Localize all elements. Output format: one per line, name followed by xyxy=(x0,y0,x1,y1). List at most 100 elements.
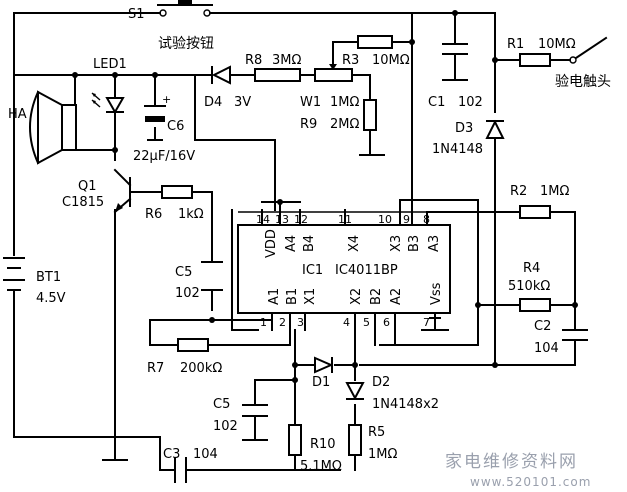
watermark-cn: 家电维修资料网 xyxy=(445,452,578,472)
probe-contact xyxy=(569,36,608,64)
junction-dots xyxy=(72,10,578,383)
label-c5-upper-value: 102 xyxy=(175,286,200,301)
label-bt1-value: 4.5V xyxy=(36,291,66,306)
label-r6-value: 1kΩ xyxy=(178,207,204,222)
ic-pin-8: 8 xyxy=(423,213,430,226)
label-r7: R7 xyxy=(147,361,164,376)
d2-diode xyxy=(345,382,365,401)
ic-label-x4: X4 xyxy=(347,235,362,252)
label-w1-value: 1MΩ xyxy=(330,95,359,110)
watermark: 家电维修资料网 www.520101.com xyxy=(445,452,591,489)
ic-label-a3: A3 xyxy=(427,235,442,252)
r9-resistor xyxy=(363,99,377,131)
label-d4-value: 3V xyxy=(234,95,251,110)
label-r2: R2 xyxy=(510,184,527,199)
label-probe: 验电触头 xyxy=(555,74,611,90)
label-r3: R3 xyxy=(342,53,359,68)
ic-pin-12: 12 xyxy=(294,213,308,226)
label-s1: S1 xyxy=(128,7,145,22)
label-c1: C1 xyxy=(428,95,445,110)
label-r10: R10 xyxy=(310,437,336,452)
ic-pin-10: 10 xyxy=(378,213,392,226)
label-ha: HA xyxy=(8,107,27,122)
label-r9: R9 xyxy=(300,117,317,132)
ic1-chip xyxy=(237,201,451,331)
r5-resistor xyxy=(348,424,362,456)
label-q1: Q1 xyxy=(78,179,97,194)
label-d12-value: 1N4148x2 xyxy=(372,397,439,412)
c1-capacitor xyxy=(442,43,468,55)
r4-resistor xyxy=(519,298,551,312)
r8-resistor xyxy=(254,68,301,82)
ic-pin-9: 9 xyxy=(403,213,410,226)
label-q1-value: C1815 xyxy=(62,195,104,210)
ic-label-a1: A1 xyxy=(267,288,282,305)
ic-label-x3: X3 xyxy=(389,235,404,252)
d1-diode xyxy=(314,356,334,374)
ic-label-vss: Vss xyxy=(429,282,444,305)
c2-capacitor xyxy=(562,329,588,341)
label-r1: R1 xyxy=(507,37,524,52)
ic-pin-6: 6 xyxy=(383,316,390,329)
s1-switch xyxy=(157,0,213,17)
ic-pin-3: 3 xyxy=(297,316,304,329)
ic-pin-4: 4 xyxy=(343,316,350,329)
ic-pin-1: 1 xyxy=(260,316,267,329)
ic-pin-2: 2 xyxy=(279,316,286,329)
label-d3: D3 xyxy=(455,121,473,136)
ha-buzzer xyxy=(29,90,77,165)
ic-label-b4: B4 xyxy=(302,235,317,252)
ic-ref: IC1 xyxy=(302,263,323,278)
w1-potentiometer xyxy=(314,61,353,82)
label-d3-value: 1N4148 xyxy=(432,142,483,157)
ic-label-x2: X2 xyxy=(349,288,364,305)
label-r8: R8 xyxy=(245,53,262,68)
c5-lower-capacitor xyxy=(242,404,268,417)
label-d1: D1 xyxy=(312,375,330,390)
ic-label-b1: B1 xyxy=(285,288,300,305)
ic-pin-11: 11 xyxy=(338,213,352,226)
ic-label-a4: A4 xyxy=(284,235,299,252)
label-r5: R5 xyxy=(368,425,385,440)
d4-diode xyxy=(211,65,231,85)
label-r10-value: 5.1MΩ xyxy=(300,459,342,474)
label-r8-value: 3MΩ xyxy=(272,53,301,68)
label-c6: C6 xyxy=(167,119,184,134)
label-c3: C3 xyxy=(163,447,180,462)
c6-capacitor: + xyxy=(144,93,171,122)
r6-resistor xyxy=(161,185,193,199)
ic-part: IC4011BP xyxy=(335,263,398,278)
label-d4: D4 xyxy=(204,95,222,110)
label-r5-value: 1MΩ xyxy=(368,447,397,462)
svg-text:+: + xyxy=(162,93,171,106)
r1-resistor xyxy=(519,53,551,67)
wires xyxy=(13,12,576,471)
label-c6-value: 22μF/16V xyxy=(133,149,195,164)
label-c1-value: 102 xyxy=(458,95,483,110)
label-r4-value: 510kΩ xyxy=(508,279,550,294)
ic-label-a2: A2 xyxy=(389,288,404,305)
label-bt1: BT1 xyxy=(36,270,61,285)
ic-pin-7: 7 xyxy=(423,316,430,329)
label-d2: D2 xyxy=(372,375,390,390)
label-r7-value: 200kΩ xyxy=(180,361,222,376)
label-c2-value: 104 xyxy=(534,341,559,356)
r2-resistor xyxy=(519,205,551,219)
d3-diode xyxy=(485,119,505,139)
ic-pin-13: 13 xyxy=(275,213,289,226)
watermark-url: www.520101.com xyxy=(470,475,591,489)
label-r4: R4 xyxy=(523,261,540,276)
label-c5-lower-value: 102 xyxy=(213,419,238,434)
ic-pin-14: 14 xyxy=(256,213,270,226)
label-led1: LED1 xyxy=(93,57,127,72)
label-w1: W1 xyxy=(300,95,321,110)
label-c5-lower: C5 xyxy=(213,397,230,412)
label-c2: C2 xyxy=(534,319,551,334)
r3-resistor xyxy=(357,35,393,49)
led1 xyxy=(91,92,125,115)
ic-label-b2: B2 xyxy=(369,288,384,305)
label-c3-value: 104 xyxy=(193,447,218,462)
label-c5-upper: C5 xyxy=(175,265,192,280)
